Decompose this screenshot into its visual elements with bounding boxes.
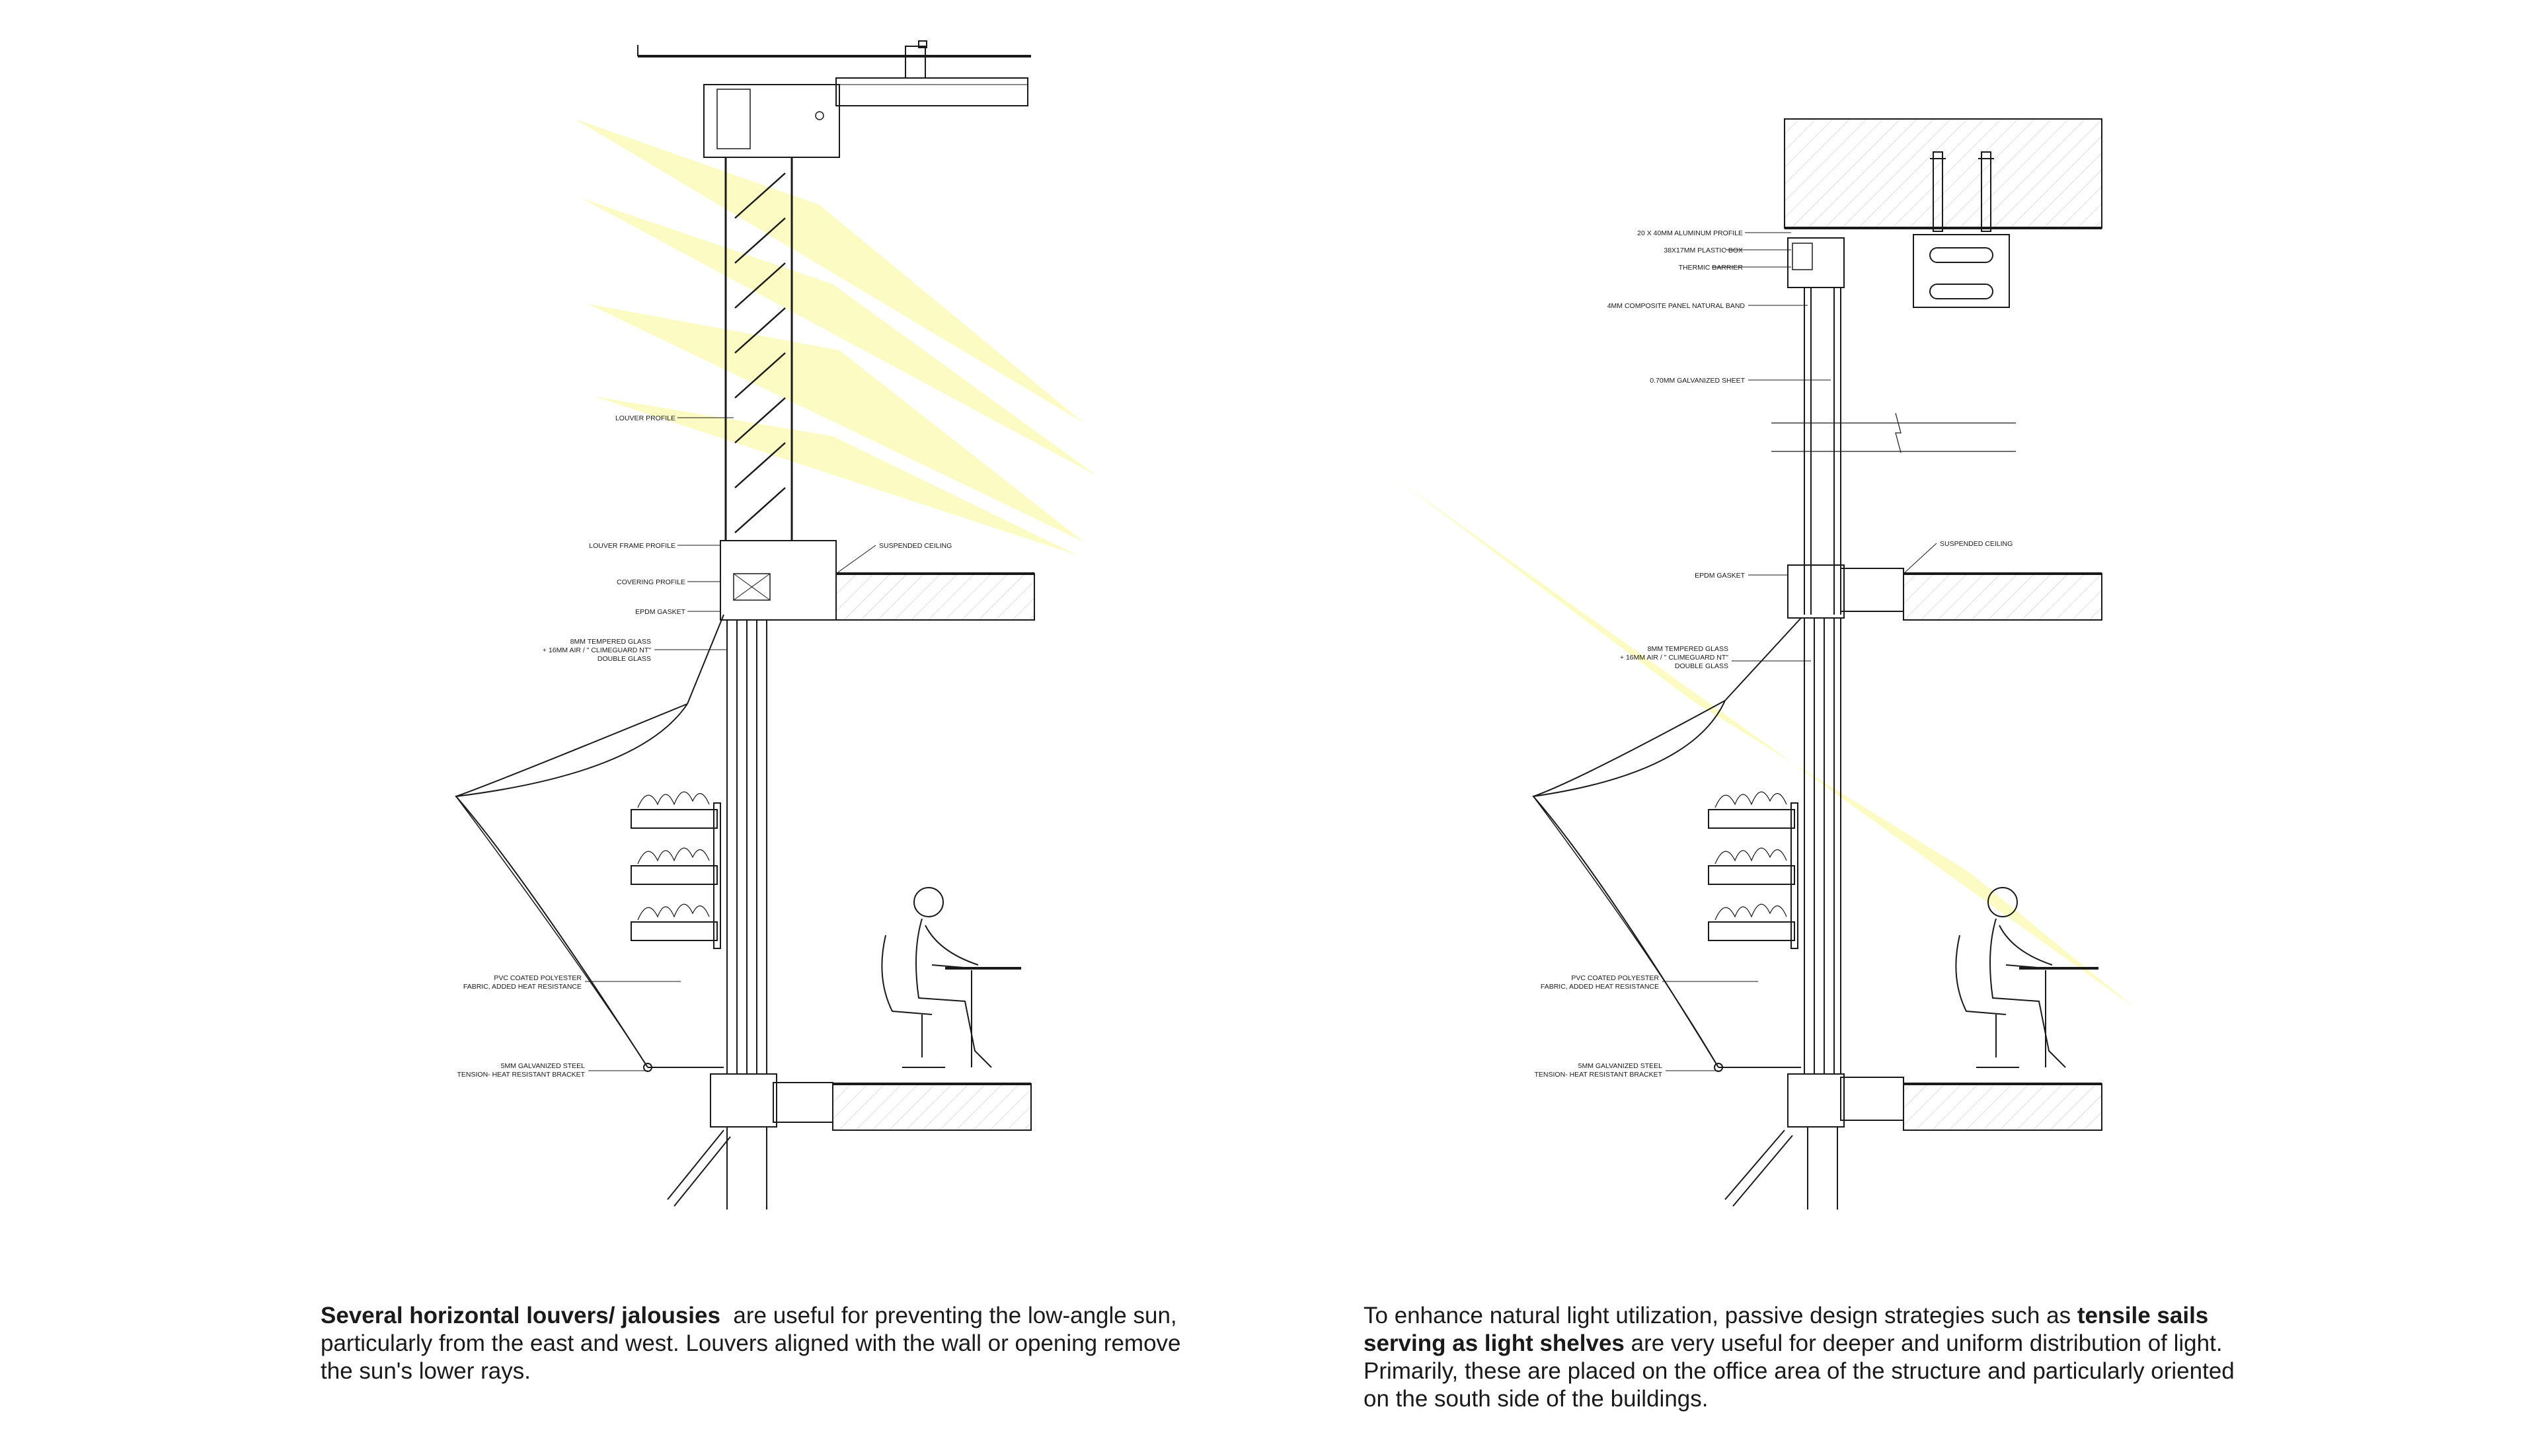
seated-person-left xyxy=(881,887,1021,1068)
suspended-ceiling-right xyxy=(1903,573,2102,621)
mullion-left xyxy=(726,620,767,1074)
label-epdm-gasket: EPDM GASKET xyxy=(635,608,685,616)
label-glass-right-3: DOUBLE GLASS xyxy=(1675,662,1728,670)
labels-left: LOUVER PROFILE LOUVER FRAME PROFILE SUSP… xyxy=(457,414,952,1079)
label-louver-profile: LOUVER PROFILE xyxy=(615,414,675,422)
label-glass-2: + 16MM AIR / " CLIMEGUARD NT" xyxy=(543,646,651,654)
label-steel-2: TENSION- HEAT RESISTANT BRACKET xyxy=(457,1071,585,1079)
tensile-sail-left xyxy=(455,614,724,1072)
caption-louvers: Several horizontal louvers/ jalousies ar… xyxy=(321,1302,1193,1385)
anchor-bolts-right xyxy=(1930,151,1994,232)
floor-slab-left xyxy=(832,1083,1032,1131)
section-drawings: LOUVER PROFILE LOUVER FRAME PROFILE SUSP… xyxy=(455,40,2135,1209)
caption-light-shelves-text-2: are very useful for deeper and uniform d… xyxy=(1364,1330,2235,1412)
label-galvanized-sheet: 0.70MM GALVANIZED SHEET xyxy=(1650,377,1745,385)
leaders-right xyxy=(1662,232,1937,1071)
label-steel-right-2: TENSION- HEAT RESISTANT BRACKET xyxy=(1534,1071,1662,1079)
floor-slab-right xyxy=(1903,1083,2102,1131)
label-fabric-right-1: PVC COATED POLYESTER xyxy=(1571,974,1659,982)
label-plastic-box: 38X17MM PLASTIC BOX xyxy=(1664,247,1743,254)
label-thermic-barrier: THERMIC BARRIER xyxy=(1679,264,1744,272)
label-covering-profile: COVERING PROFILE xyxy=(617,578,685,586)
bracket-plate-right xyxy=(1913,234,2010,308)
label-aluminum-profile: 20 X 40MM ALUMINUM PROFILE xyxy=(1637,229,1743,237)
caption-light-shelves-text-1: To enhance natural light utilization, pa… xyxy=(1364,1303,2077,1328)
caption-light-shelves-bold: tensile sails serving as light shelves xyxy=(1364,1303,2209,1356)
label-composite-panel: 4MM COMPOSITE PANEL NATURAL BAND xyxy=(1607,302,1746,310)
caption-louvers-text: are useful for preventing the low-angle … xyxy=(321,1303,1188,1384)
top-ceiling-panel-left xyxy=(835,77,1028,106)
sun-rays-left xyxy=(575,119,1097,555)
right-section xyxy=(1401,118,2135,1209)
caption-louvers-bold: Several horizontal louvers/ jalousies xyxy=(321,1303,720,1328)
label-fabric-1: PVC COATED POLYESTER xyxy=(494,974,582,982)
label-glass-1: 8MM TEMPERED GLASS xyxy=(570,638,651,646)
label-fabric-right-2: FABRIC, ADDED HEAT RESISTANCE xyxy=(1541,983,1659,991)
left-section xyxy=(455,40,1097,1209)
label-suspended-ceiling: SUSPENDED CEILING xyxy=(879,542,952,550)
louver-frame-box-left xyxy=(720,540,837,621)
louver-blades-left xyxy=(734,172,786,533)
top-frame-box-left xyxy=(703,84,840,158)
sun-ray-right xyxy=(1401,482,2135,1008)
planters-right xyxy=(1708,791,1798,949)
leaders-left xyxy=(585,417,876,1071)
label-glass-3: DOUBLE GLASS xyxy=(597,655,651,663)
label-louver-frame-profile: LOUVER FRAME PROFILE xyxy=(589,542,675,550)
label-suspended-ceiling-right: SUSPENDED CEILING xyxy=(1940,540,2013,548)
label-glass-right-2: + 16MM AIR / " CLIMEGUARD NT" xyxy=(1620,654,1728,662)
suspended-ceiling-left xyxy=(835,573,1035,621)
label-steel-right-1: 5MM GALVANIZED STEEL xyxy=(1578,1062,1663,1070)
planters-left xyxy=(631,791,721,949)
label-epdm-gasket-right: EPDM GASKET xyxy=(1695,572,1745,580)
caption-light-shelves: To enhance natural light utilization, pa… xyxy=(1364,1302,2236,1413)
label-glass-right-1: 8MM TEMPERED GLASS xyxy=(1648,645,1728,653)
label-fabric-2: FABRIC, ADDED HEAT RESISTANCE xyxy=(463,983,582,991)
seated-person-right xyxy=(1955,887,2098,1068)
labels-right: 20 X 40MM ALUMINUM PROFILE 38X17MM PLAST… xyxy=(1534,229,2013,1079)
mullion-right xyxy=(1804,618,1841,1074)
tensile-sail-right xyxy=(1532,617,1802,1072)
label-steel-1: 5MM GALVANIZED STEEL xyxy=(501,1062,586,1070)
